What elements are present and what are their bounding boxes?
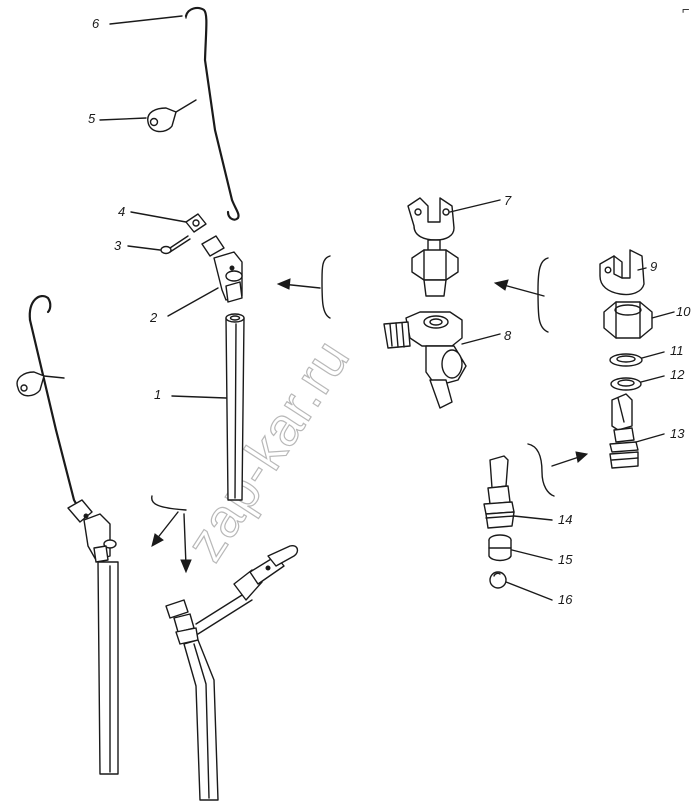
left-assembly-valve (67, 499, 117, 563)
callout-4: 4 (118, 204, 125, 219)
callout-2: 2 (149, 310, 158, 325)
callout-8: 8 (504, 328, 512, 343)
corner-mark: ⌐ (682, 2, 690, 17)
stem-part-13 (609, 393, 639, 469)
valve-part-2 (201, 235, 243, 303)
rod-part-6 (184, 6, 240, 221)
callout-13: 13 (670, 426, 685, 441)
callout-12: 12 (670, 367, 685, 382)
leader-lines (99, 15, 675, 601)
callout-14: 14 (558, 512, 572, 527)
u-bracket-part-9 (599, 249, 645, 296)
stem-part-14 (483, 455, 515, 529)
left-assembly-tube (97, 561, 119, 775)
plate-part-5 (147, 99, 197, 133)
callout-15: 15 (558, 552, 573, 567)
callout-7: 7 (504, 193, 512, 208)
washer-part-12 (610, 377, 642, 391)
ball-part-16 (489, 571, 507, 589)
fork-part-7 (407, 197, 459, 297)
bent-tube-assembly (165, 544, 299, 801)
assembly-arrow-to-13 (527, 443, 589, 497)
callout-5: 5 (88, 111, 96, 126)
callout-16: 16 (558, 592, 573, 607)
washer-part-11 (609, 353, 643, 367)
callout-6: 6 (92, 16, 100, 31)
left-assembly-rod (16, 294, 84, 516)
callout-10: 10 (676, 304, 691, 319)
callout-9: 9 (650, 259, 657, 274)
clip-part-4 (185, 213, 207, 233)
callout-3: 3 (114, 238, 122, 253)
assembly-arrow-to-7-8 (493, 257, 549, 333)
tee-part-8 (383, 311, 467, 409)
tube-part-1 (225, 313, 245, 501)
watermark: zap-kar.ru (175, 329, 362, 571)
assembly-arrows-left (151, 495, 192, 574)
seat-part-15 (488, 534, 512, 562)
assembly-arrow-to-2 (276, 255, 331, 319)
pin-part-3 (160, 235, 191, 255)
nut-part-10 (603, 301, 653, 339)
callout-1: 1 (154, 387, 161, 402)
callout-11: 11 (670, 343, 684, 358)
